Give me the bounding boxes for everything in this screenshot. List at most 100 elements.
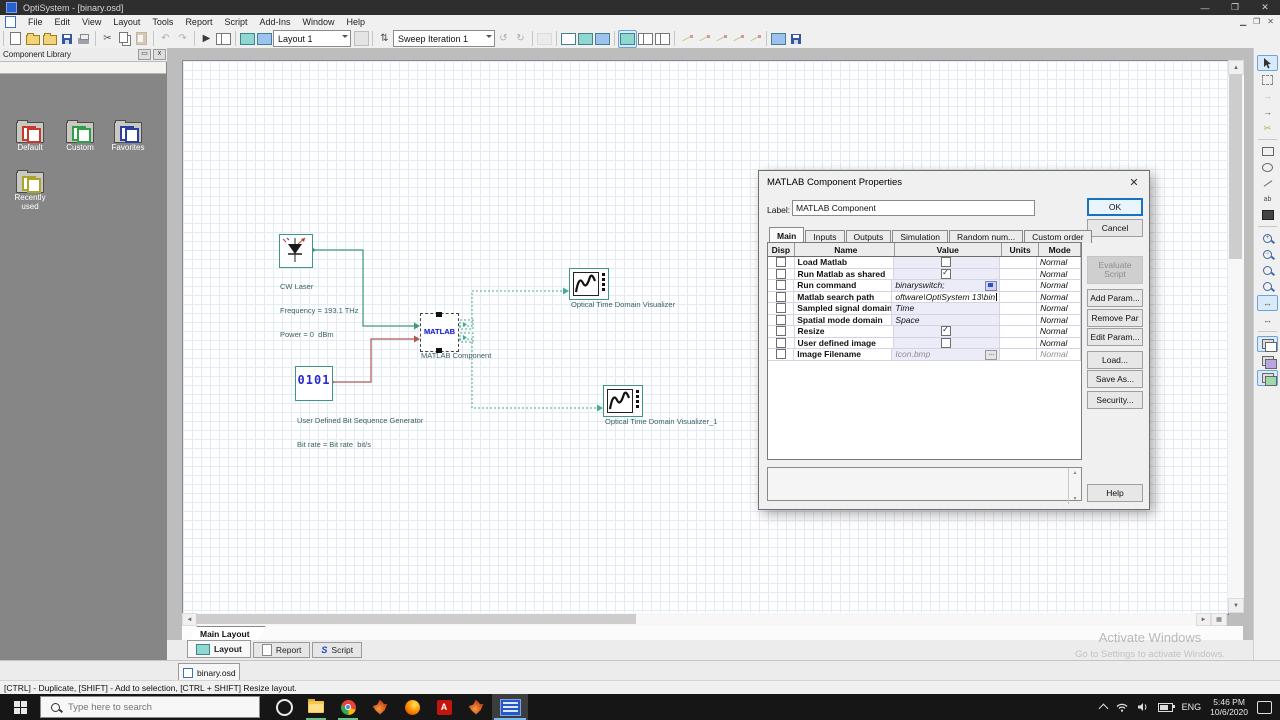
scroll-up-icon[interactable]: ▲ [1228,60,1244,75]
menu-file[interactable]: File [28,17,43,27]
disp-checkbox[interactable] [768,257,795,268]
marquee-select-icon[interactable] [1258,73,1277,87]
menu-script[interactable]: Script [224,17,248,27]
library-folder-custom[interactable]: Custom [58,120,102,152]
calculate-icon[interactable]: ▶ [202,33,211,44]
disp-checkbox[interactable] [768,268,795,279]
library-folder-recently-used[interactable]: Recently used [8,170,52,211]
panel-pin-icon[interactable]: ▭ [138,49,151,60]
menu-addins[interactable]: Add-Ins [259,17,291,27]
full-view-icon[interactable] [618,29,637,48]
add-param-button[interactable]: Add Param... [1087,289,1143,307]
disp-checkbox[interactable] [768,314,795,325]
bit-sequence-generator-component[interactable]: 0101 [295,366,333,401]
wire-matlab-viz2[interactable] [459,338,596,409]
panel-close-icon[interactable]: x [153,49,166,60]
close-button[interactable]: ✕ [1261,2,1269,12]
security-button[interactable]: Security... [1087,391,1143,409]
path-tool-icon[interactable]: → [1263,107,1272,117]
tab-main[interactable]: Main [769,227,805,243]
component-viewer-icon[interactable] [577,31,594,47]
dialog-close-icon[interactable]: ✕ [1129,176,1139,189]
cw-laser-component[interactable] [279,234,313,268]
menu-tools[interactable]: Tools [152,17,174,27]
taskbar-cortana[interactable] [268,694,300,720]
scroll-down-icon[interactable]: ▼ [1228,598,1244,613]
tab-custom-order[interactable]: Custom order [1024,230,1092,243]
taskbar-firefox[interactable] [396,694,428,720]
tab-report[interactable]: Report [252,642,311,658]
horizontal-scroll-thumb[interactable] [196,614,636,624]
layout-view-icon[interactable] [239,31,256,47]
optical-visualizer-2-component[interactable] [603,385,643,417]
param-value-checkbox[interactable] [893,326,1000,337]
scroll-left-icon[interactable]: ◄ [182,613,197,626]
wire-laser-matlab[interactable] [314,249,414,327]
menu-layout[interactable]: Layout [113,17,141,27]
remove-param-button[interactable]: Remove Par [1087,309,1143,327]
taskbar-file-explorer[interactable] [300,694,332,720]
connect-ports-icon[interactable] [712,31,729,47]
layer-view-icon[interactable] [1257,336,1278,352]
tab-random-numbers[interactable]: Random num... [949,230,1024,243]
canvas-horizontal-scrollbar[interactable]: ◄ ► ▦ [182,613,1227,626]
taskbar-chrome[interactable] [332,694,364,720]
start-button[interactable] [0,694,40,720]
taskbar-matlab-2[interactable] [460,694,492,720]
maximize-button[interactable]: ❐ [1230,2,1240,12]
menu-view[interactable]: View [82,17,102,27]
taskbar-optisystem-active[interactable] [492,694,528,720]
description-icon[interactable] [594,31,611,47]
split-vertical-icon[interactable] [637,31,654,47]
save-report-icon[interactable] [787,31,804,47]
open-icon[interactable] [24,31,41,47]
rewire-icon[interactable] [746,31,763,47]
mdi-restore-icon[interactable]: ❐ [1253,17,1261,26]
library-folder-default[interactable]: Default [8,120,52,152]
param-value-checkbox[interactable] [893,268,1000,279]
cancel-button[interactable]: Cancel [1087,219,1143,237]
param-value[interactable]: Space [892,314,1001,325]
script-editor-button[interactable] [985,281,998,291]
minimize-button[interactable]: — [1200,2,1210,13]
undo-icon[interactable]: ↶ [161,33,170,44]
next-sweep-icon[interactable]: ↻ [516,33,525,44]
disp-checkbox[interactable] [768,280,795,291]
matlab-component[interactable]: MATLAB [420,312,459,353]
save-as-button[interactable]: Save As... [1087,370,1143,388]
param-mode[interactable]: Normal [1037,337,1082,348]
cut-icon[interactable]: ✂ [103,33,112,44]
layout-corner-icon[interactable]: ▦ [1211,613,1227,626]
mdi-minimize-icon[interactable]: ▁ [1239,17,1247,26]
menu-window[interactable]: Window [302,17,335,27]
clock[interactable]: 5:46 PM 10/6/2020 [1210,697,1248,717]
project-browser-icon[interactable] [560,31,577,47]
redo-icon[interactable]: ↷ [178,33,187,44]
pin-icon[interactable] [536,31,553,47]
zoom-100-icon[interactable] [1258,279,1277,293]
param-mode[interactable]: Normal [1037,280,1081,291]
volume-icon[interactable] [1137,702,1149,712]
param-value[interactable]: Time [892,303,1001,314]
print-icon[interactable] [75,31,92,47]
param-mode[interactable]: Normal [1037,326,1082,337]
battery-icon[interactable] [1157,702,1175,712]
main-layout-tab[interactable]: Main Layout [190,626,266,640]
menu-edit[interactable]: Edit [54,17,71,27]
text-tool-icon[interactable]: ab [1263,195,1272,203]
prev-sweep-icon[interactable]: ↺ [499,33,508,44]
zoom-window-icon[interactable] [1258,263,1277,277]
param-value[interactable]: binaryswitch; [892,280,1001,291]
copy-icon[interactable] [116,31,133,47]
wire-bitgen-matlab[interactable] [333,338,414,383]
disp-checkbox[interactable] [768,349,795,360]
file-tab-binary-osd[interactable]: binary.osd [178,663,240,681]
fit-to-window-icon[interactable]: ↔ [1257,295,1278,311]
param-value-checkbox[interactable] [893,257,1000,268]
paste-icon[interactable] [133,31,150,47]
fit-page-icon[interactable]: ↔ [1263,315,1272,325]
param-mode[interactable]: Normal [1037,303,1081,314]
script-spinner[interactable]: ▲ ▼ [1068,468,1081,504]
